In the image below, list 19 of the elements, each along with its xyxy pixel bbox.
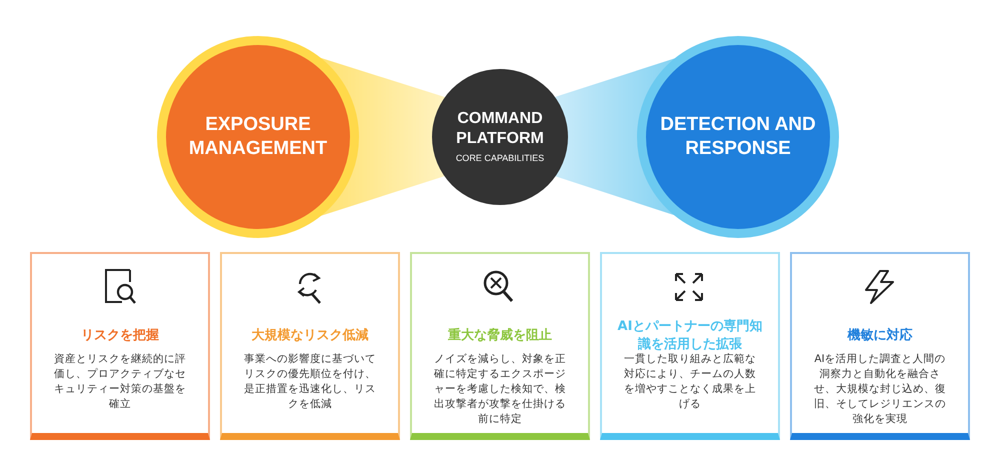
card <box>600 252 780 440</box>
card-text: ノイズを減らし、対象を正確に特定するエクスポージャーを考慮した検知で、検出攻撃者が攻撃を仕掛ける前に特定 <box>433 352 567 427</box>
card-text: 一貫した取り組みと広範な対応により、チームの人数を増やすことなく成果を上げる <box>623 352 757 412</box>
card-text: AIを活用した調査と人間の洞察力と自動化を融合させ、大規模な封じ込め、復旧、そしてレジリエンスの強化を実現 <box>813 352 947 427</box>
circle-label: COMMAND PLATFORM <box>455 109 545 149</box>
card-title: 重大な脅威を阻止 <box>448 327 552 345</box>
card <box>220 252 400 440</box>
card-title: 大規模なリスク低減 <box>252 327 368 345</box>
card-text: 事業への影響度に基づいてリスクの優先順位を付け、是正措置を迅速化し、リスクを低減 <box>243 352 377 412</box>
card <box>30 252 210 440</box>
card-text: 資産とリスクを継続的に評価し、プロアクティブなセキュリティー対策の基盤を確立 <box>53 352 187 412</box>
card-title: リスクを把握 <box>81 327 159 345</box>
card-title: AIとパートナーの専門知識を活用した拡張 <box>616 318 764 353</box>
circle-subtitle: CORE CAPABILITIES <box>456 152 544 165</box>
circle-label: DETECTION AND RESPONSE <box>659 113 817 161</box>
card <box>410 252 590 440</box>
circle-label: EXPOSURE MANAGEMENT <box>188 113 328 161</box>
card-title: 機敏に対応 <box>848 327 912 345</box>
card <box>790 252 970 440</box>
